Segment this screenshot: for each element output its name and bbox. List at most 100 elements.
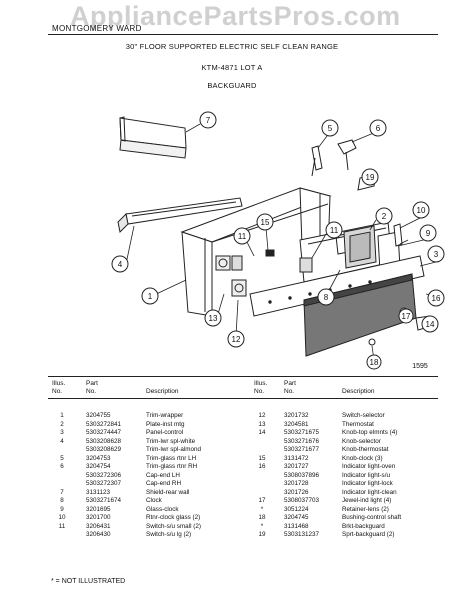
part-number: 5303271674: [86, 497, 122, 504]
callout-14: 14: [426, 320, 435, 329]
illus-number: 12: [258, 412, 266, 419]
brand-name: MONTGOMERY WARD: [52, 24, 142, 33]
illus-number: 10: [58, 514, 66, 521]
part-number: 3131468: [284, 522, 309, 530]
part-description: Sprt-backguard (2): [342, 531, 395, 538]
illus-number: 13: [258, 420, 266, 428]
part-description: Trim-lwr spl-white: [146, 437, 196, 445]
illus-number: 5: [60, 454, 64, 462]
callout-2: 2: [382, 212, 387, 221]
illus-number: 16: [258, 463, 266, 470]
callout-3: 3: [434, 250, 439, 259]
callout-19: 19: [366, 173, 375, 182]
part-description: Cap-end RH: [146, 480, 181, 487]
col-illus-left: Illus.No.: [52, 380, 66, 395]
part-number: 3201695: [86, 505, 111, 513]
col-illus-right: Illus.No.: [254, 380, 268, 395]
part-number: 3201732: [284, 412, 309, 419]
part-description: Indicator light-clean: [342, 488, 397, 496]
part-number: 5303131237: [284, 531, 320, 538]
part-number: 5303271677: [284, 446, 320, 453]
callout-5: 5: [328, 124, 333, 133]
illus-number: *: [260, 505, 264, 513]
part-number: 3204581: [284, 420, 309, 428]
callout-12: 12: [232, 335, 241, 344]
part-description: Brkt-backguard: [342, 522, 385, 530]
illus-number: 14: [258, 429, 266, 436]
table-top-rule: [48, 376, 438, 377]
part-description: Indicator light-s/u: [342, 471, 390, 479]
callout-9: 9: [426, 229, 431, 238]
part-number: 5303272307: [86, 480, 122, 487]
part-description: Trim-glass rtnr LH: [146, 454, 197, 462]
illus-number: 6: [60, 463, 64, 470]
part-description: Trim-glass rtnr RH: [146, 463, 198, 470]
illus-number: 8: [60, 497, 64, 504]
part-number: 3201727: [284, 463, 309, 470]
illus-number: 17: [258, 497, 266, 504]
part-number: 3204755: [86, 412, 111, 419]
callout-15: 16: [432, 294, 441, 303]
part-number: 3206431: [86, 522, 111, 530]
header-rule: [48, 34, 438, 35]
callout-4: 4: [118, 260, 123, 269]
illus-number: 3: [60, 429, 64, 436]
callout-18: 18: [370, 358, 379, 367]
part-number: 3201728: [284, 480, 309, 487]
part-description: Retainer-lens (2): [342, 505, 389, 513]
part-description: Jewel-ind light (4): [342, 497, 392, 504]
illus-number: 18: [258, 514, 266, 521]
clock-drawing: [343, 225, 377, 269]
part-number: 5303274447: [86, 429, 122, 436]
part-number: 5303272841: [86, 420, 122, 428]
part-description: Knob-thermostat: [342, 446, 389, 453]
part-number: 5303208628: [86, 437, 122, 445]
part-description: Switch-s/u lg (2): [146, 531, 192, 538]
backguard-exploded-diagram: 7 4 1 11 15 11 2 10 9 3 19 5 6 8 13 12 1…: [111, 111, 445, 370]
part-description: Bushing-control shaft: [342, 514, 402, 521]
part-number: 5308037703: [284, 497, 320, 504]
illus-number: 2: [60, 420, 64, 428]
part-description: Plate-inst mtg: [146, 420, 185, 428]
callout-1: 1: [148, 292, 153, 301]
table-header-rule: [48, 398, 438, 399]
callout-8: 8: [324, 293, 329, 302]
part-number: 3206430: [86, 531, 111, 538]
callout-13: 13: [209, 314, 218, 323]
part-description: Knob-top elmnts (4): [342, 429, 398, 436]
part-number: 3204753: [86, 454, 111, 462]
part-description: Indicator light-oven: [342, 463, 396, 470]
part-description: Panel-control: [146, 429, 184, 436]
part-description: Clock: [146, 497, 162, 504]
callout-6: 6: [376, 124, 381, 133]
callout-17: 17: [402, 312, 411, 321]
part-number: 3204745: [284, 514, 309, 521]
part-description: Trim-lwr spl-almond: [146, 446, 202, 453]
model-number: KTM-4871 LOT A: [201, 63, 263, 72]
illus-number: 11: [58, 522, 66, 530]
part-description: Shield-rear wall: [146, 488, 190, 496]
part-description: Indicator light-lock: [342, 480, 393, 487]
part-description: Glass-clock: [146, 505, 179, 513]
callout-16: 15: [261, 218, 270, 227]
part-description: Knob-selector: [342, 437, 381, 445]
illus-number: 9: [60, 505, 64, 513]
part-description: Rtnr-clock glass (2): [146, 514, 201, 521]
range-title: 30" FLOOR SUPPORTED ELECTRIC SELF CLEAN …: [125, 42, 339, 51]
part-number: 3051224: [284, 505, 309, 513]
part-number: 3201726: [284, 488, 309, 496]
part-number: 3131123: [86, 488, 111, 496]
part-number: 3131472: [284, 454, 309, 462]
part-number: 5303271675: [284, 429, 320, 436]
part-description: Switch-selector: [342, 412, 385, 419]
col-desc-right: Description: [342, 388, 375, 395]
callout-circles: [111, 111, 445, 370]
callout-7: 7: [206, 116, 211, 125]
part-description: Knob-clock (3): [342, 454, 383, 462]
lower-trim-drawing: [117, 197, 243, 234]
part-number: 5308037896: [284, 471, 320, 479]
part-description: Trim-wrapper: [146, 412, 184, 419]
callout-10: 10: [417, 206, 426, 215]
